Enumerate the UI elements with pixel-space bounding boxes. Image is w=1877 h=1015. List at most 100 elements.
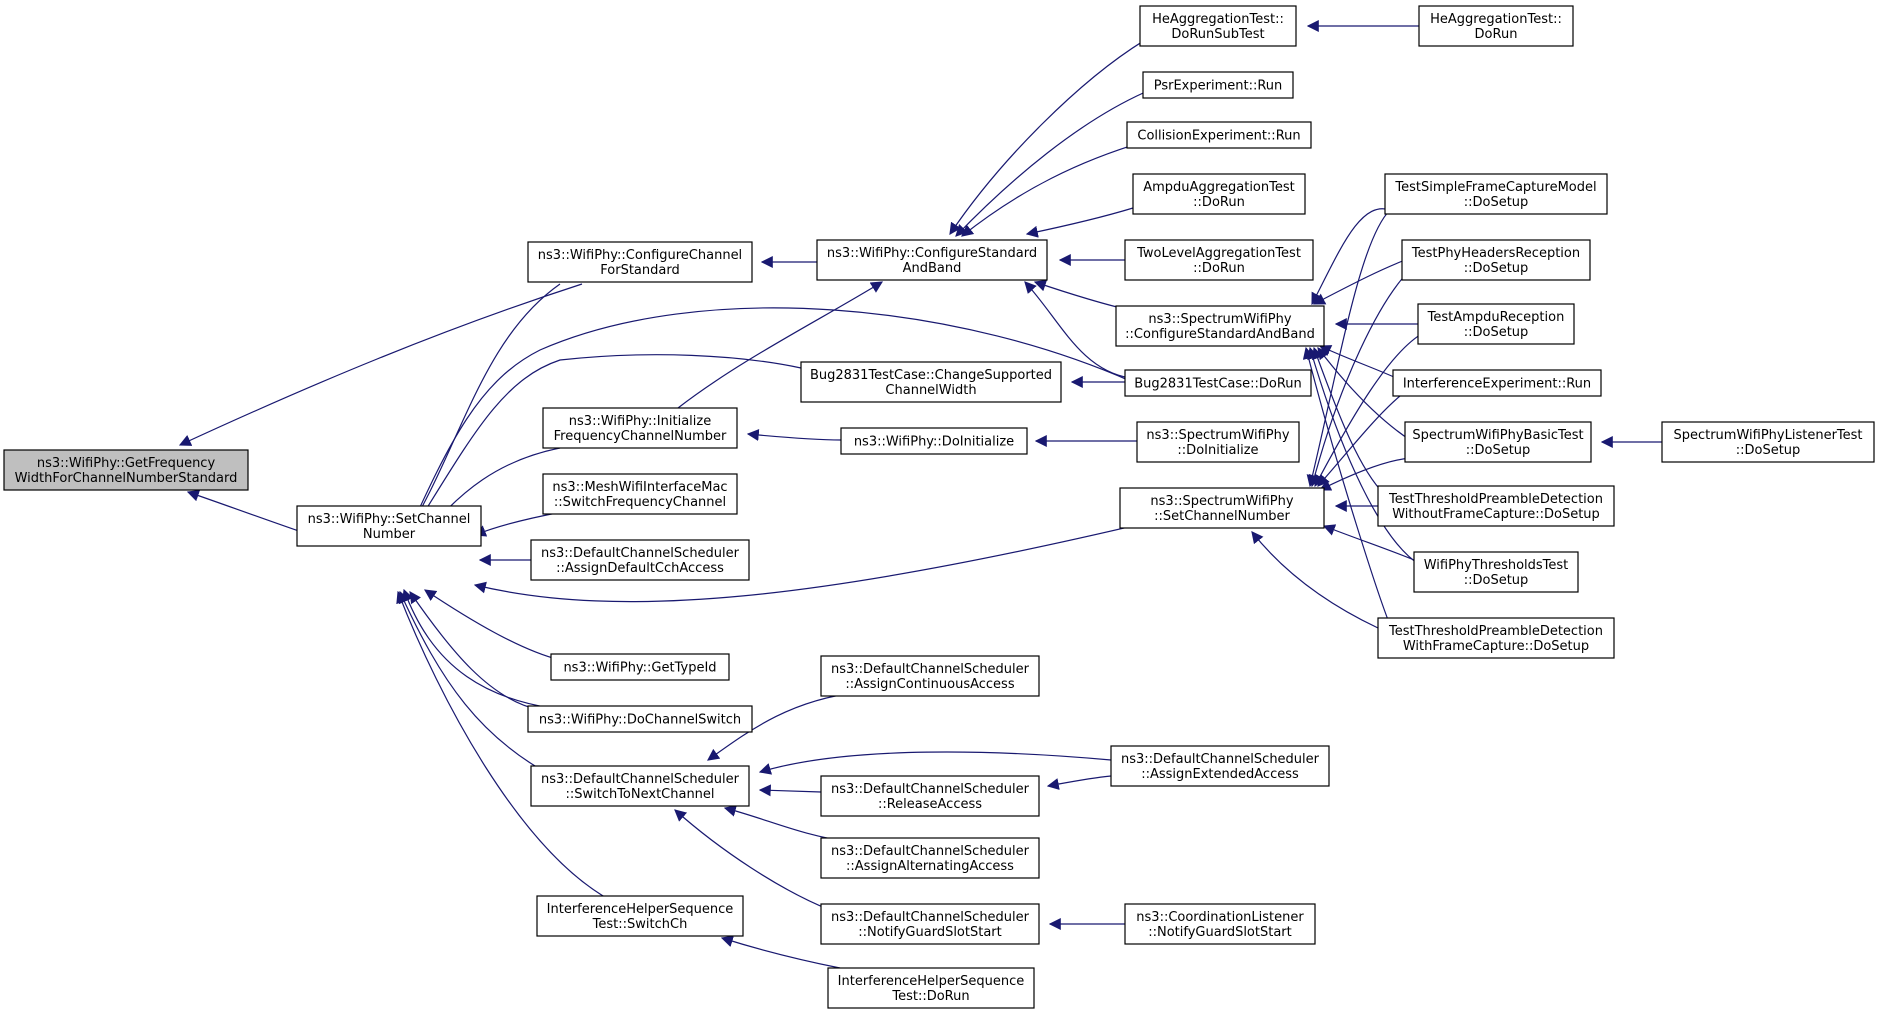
node-box [1119, 487, 1325, 529]
node-label: ns3::DefaultChannelScheduler [541, 772, 740, 787]
node-heagg[interactable]: HeAggregationTest::DoRun [1418, 5, 1574, 47]
node-psr[interactable]: PsrExperiment::Run [1142, 71, 1294, 99]
node-swpbasic[interactable]: SpectrumWifiPhyBasicTest::DoSetup [1404, 421, 1592, 463]
node-label: ::ReleaseAccess [878, 797, 982, 812]
node-ttpd_wo[interactable]: TestThresholdPreambleDetectionWithoutFra… [1377, 485, 1615, 527]
edge-setchan-confchan [402, 283, 561, 542]
edge-confstd-collision [961, 139, 1151, 237]
node-box [800, 361, 1062, 403]
node-confstd[interactable]: ns3::WifiPhy::ConfigureStandardAndBand [816, 239, 1048, 281]
node-specdoinit[interactable]: ns3::SpectrumWifiPhy::DoInitialize [1136, 421, 1300, 463]
node-label: WifiPhyThresholdsTest [1424, 558, 1569, 573]
node-box [1417, 303, 1575, 345]
node-getfreq[interactable]: ns3::WifiPhy::GetFrequencyWidthForChanne… [3, 449, 249, 491]
node-box [1404, 421, 1592, 463]
node-label: TestThresholdPreambleDetection [1388, 624, 1603, 639]
nodes: ns3::WifiPhy::GetFrequencyWidthForChanne… [3, 5, 1875, 1009]
node-confchan[interactable]: ns3::WifiPhy::ConfigureChannelForStandar… [527, 241, 753, 283]
edge-specconf-tphr [1312, 259, 1406, 305]
node-box [530, 765, 750, 807]
node-ttpd_w[interactable]: TestThresholdPreambleDetectionWithFrameC… [1377, 617, 1615, 659]
node-label: TestThresholdPreambleDetection [1388, 492, 1603, 507]
node-box [550, 653, 730, 681]
node-tampdu[interactable]: TestAmpduReception::DoSetup [1417, 303, 1575, 345]
edge-specconf-swpbasic [1317, 347, 1411, 441]
node-label: ns3::MeshWifiInterfaceMac [552, 480, 727, 495]
node-wpthresh[interactable]: WifiPhyThresholdsTest::DoSetup [1413, 551, 1579, 593]
node-label: ns3::SpectrumWifiPhy [1146, 428, 1289, 443]
edge-setchan-meshswitch [473, 511, 563, 537]
edge-releaseacc-assignext [1046, 775, 1112, 790]
node-setchan[interactable]: ns3::WifiPhy::SetChannelNumber [296, 505, 482, 547]
node-ampduagg[interactable]: AmpduAggregationTest::DoRun [1132, 173, 1306, 215]
node-twolevel[interactable]: TwoLevelAggregationTest::DoRun [1124, 239, 1314, 281]
node-box [820, 775, 1040, 817]
edge-confstd-ampduagg [1025, 207, 1134, 238]
node-assignext[interactable]: ns3::DefaultChannelScheduler::AssignExte… [1110, 745, 1330, 787]
node-interfexp[interactable]: InterferenceExperiment::Run [1392, 369, 1602, 397]
node-label: ns3::DefaultChannelScheduler [831, 910, 1030, 925]
edge-setchan-bugrun [403, 307, 1151, 542]
node-dochanswitch[interactable]: ns3::WifiPhy::DoChannelSwitch [527, 705, 753, 733]
node-label: InterferenceHelperSequence [838, 974, 1025, 989]
node-bugchange[interactable]: Bug2831TestCase::ChangeSupportedChannelW… [800, 361, 1062, 403]
node-doinit[interactable]: ns3::WifiPhy::DoInitialize [840, 427, 1028, 455]
node-specconf[interactable]: ns3::SpectrumWifiPhy::ConfigureStandardA… [1115, 305, 1325, 347]
node-label: WidthForChannelNumberStandard [15, 471, 238, 486]
node-specsetchan[interactable]: ns3::SpectrumWifiPhy::SetChannelNumber [1119, 487, 1325, 529]
node-label: TestPhyHeadersReception [1411, 246, 1580, 261]
node-switchnext[interactable]: ns3::DefaultChannelScheduler::SwitchToNe… [530, 765, 750, 807]
node-label: ::DoSetup [1736, 443, 1801, 458]
node-label: ::NotifyGuardSlotStart [858, 925, 1002, 940]
node-label: ::ConfigureStandardAndBand [1125, 327, 1315, 342]
edge-specsetchan-tampdu [1314, 331, 1426, 488]
node-box [1136, 421, 1300, 463]
node-gettypeid[interactable]: ns3::WifiPhy::GetTypeId [550, 653, 730, 681]
node-collision[interactable]: CollisionExperiment::Run [1126, 121, 1312, 149]
node-box [530, 539, 750, 581]
node-swplistener[interactable]: SpectrumWifiPhyListenerTest::DoSetup [1661, 421, 1875, 463]
node-meshswitch[interactable]: ns3::MeshWifiInterfaceMac::SwitchFrequen… [542, 473, 738, 515]
node-label: InterferenceHelperSequence [547, 902, 734, 917]
node-label: ChannelWidth [885, 383, 976, 398]
node-label: ns3::DefaultChannelScheduler [1121, 752, 1320, 767]
edge-specconf-interfexp [1318, 345, 1406, 383]
edge-specsetchan-tsfcm [1306, 209, 1391, 488]
edge-switchnext-assignext [758, 751, 1112, 775]
edge-specsetchan-swpbasic [1318, 457, 1411, 491]
node-assignalt[interactable]: ns3::DefaultChannelScheduler::AssignAlte… [820, 837, 1040, 879]
node-label: ::SwitchFrequencyChannel [554, 495, 726, 510]
node-label: ::SwitchToNextChannel [565, 787, 714, 802]
edge-setchan-gettypeid [424, 589, 561, 661]
node-coordnotify[interactable]: ns3::CoordinationListener::NotifyGuardSl… [1124, 903, 1316, 945]
node-box [1142, 71, 1294, 99]
node-label: ::AssignAlternatingAccess [846, 859, 1014, 874]
node-tsfcm[interactable]: TestSimpleFrameCaptureModel::DoSetup [1384, 173, 1608, 215]
node-notifyguard[interactable]: ns3::DefaultChannelScheduler::NotifyGuar… [820, 903, 1040, 945]
edge-setchan-specsetchan [473, 521, 1151, 603]
node-tphr[interactable]: TestPhyHeadersReception::DoSetup [1401, 239, 1591, 281]
node-box [1139, 5, 1297, 47]
node-label: ns3::SpectrumWifiPhy [1150, 494, 1293, 509]
node-releaseacc[interactable]: ns3::DefaultChannelScheduler::ReleaseAcc… [820, 775, 1040, 817]
node-box [840, 427, 1028, 455]
edge-specsetchan-wpthresh [1322, 524, 1415, 561]
node-initfreq[interactable]: ns3::WifiPhy::InitializeFrequencyChannel… [542, 407, 738, 449]
node-box [1110, 745, 1330, 787]
edge-switchnext-notifyguard [674, 809, 831, 911]
node-label: DoRun [1475, 27, 1518, 42]
edge-specconf-ttpd_wo [1312, 346, 1386, 496]
node-box [1418, 5, 1574, 47]
node-assigncont[interactable]: ns3::DefaultChannelScheduler::AssignCont… [820, 655, 1040, 697]
edge-confstd-bugrun [1024, 281, 1131, 379]
node-label: Bug2831TestCase::DoRun [1134, 377, 1302, 392]
edge-switchnext-releaseacc [758, 784, 822, 797]
node-heaggsub[interactable]: HeAggregationTest::DoRunSubTest [1139, 5, 1297, 47]
node-label: InterferenceExperiment::Run [1403, 377, 1591, 392]
node-assigncch[interactable]: ns3::DefaultChannelScheduler::AssignDefa… [530, 539, 750, 581]
edge-setchan-ihswitch [396, 590, 611, 901]
node-label: SpectrumWifiPhyListenerTest [1673, 428, 1862, 443]
node-bugrun[interactable]: Bug2831TestCase::DoRun [1124, 369, 1312, 397]
